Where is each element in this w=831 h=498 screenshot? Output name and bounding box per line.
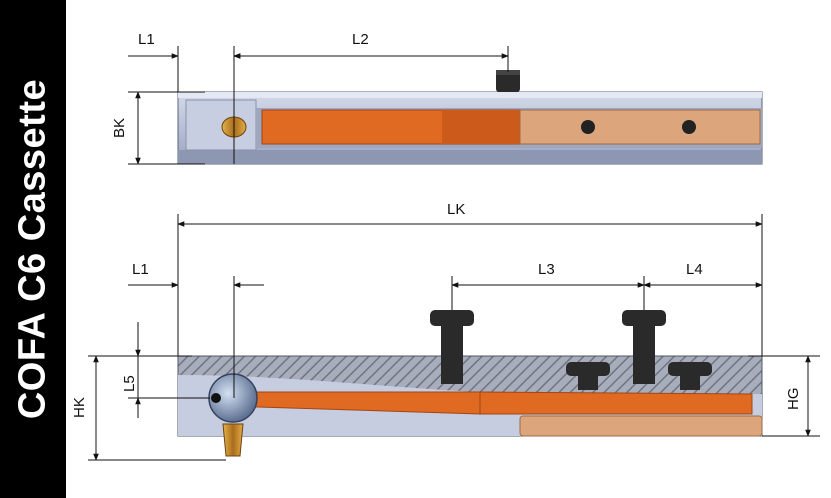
dim-label-l1-side: L1	[132, 261, 149, 278]
side-wood-block	[519, 415, 763, 437]
clamp-screw-1	[430, 310, 474, 384]
set-screw-2	[668, 362, 712, 390]
brass-nipple	[222, 423, 244, 457]
top-wood-block	[519, 109, 761, 145]
dim-label-l2: L2	[352, 31, 369, 48]
technical-drawing: L1 L2 BK	[71, 31, 820, 461]
top-clamp-screw	[496, 70, 520, 92]
dim-label-l5: L5	[121, 375, 138, 392]
top-view-dimensions: L1 L2 BK	[111, 31, 509, 165]
clamp-screw-2	[622, 310, 666, 384]
set-screw-1	[566, 362, 610, 390]
dim-label-hg: HG	[785, 388, 802, 411]
dim-label-l1-top: L1	[138, 31, 155, 48]
side-view	[177, 310, 763, 457]
top-screw-1	[581, 120, 595, 134]
dim-label-lk: LK	[447, 201, 465, 218]
top-blade-taper	[442, 110, 520, 144]
top-screw-2	[682, 120, 696, 134]
top-view	[177, 70, 763, 165]
sidebar: COFA C6 Cassette	[0, 0, 66, 498]
dim-label-bk: BK	[111, 118, 128, 138]
product-title: COFA C6 Cassette	[11, 78, 54, 420]
dim-label-hk: HK	[71, 397, 88, 418]
dim-label-l3: L3	[538, 261, 555, 278]
dim-label-l4: L4	[686, 261, 703, 278]
side-view-dimensions: LK L1 L3 L4 L5 HK HG	[71, 201, 820, 461]
